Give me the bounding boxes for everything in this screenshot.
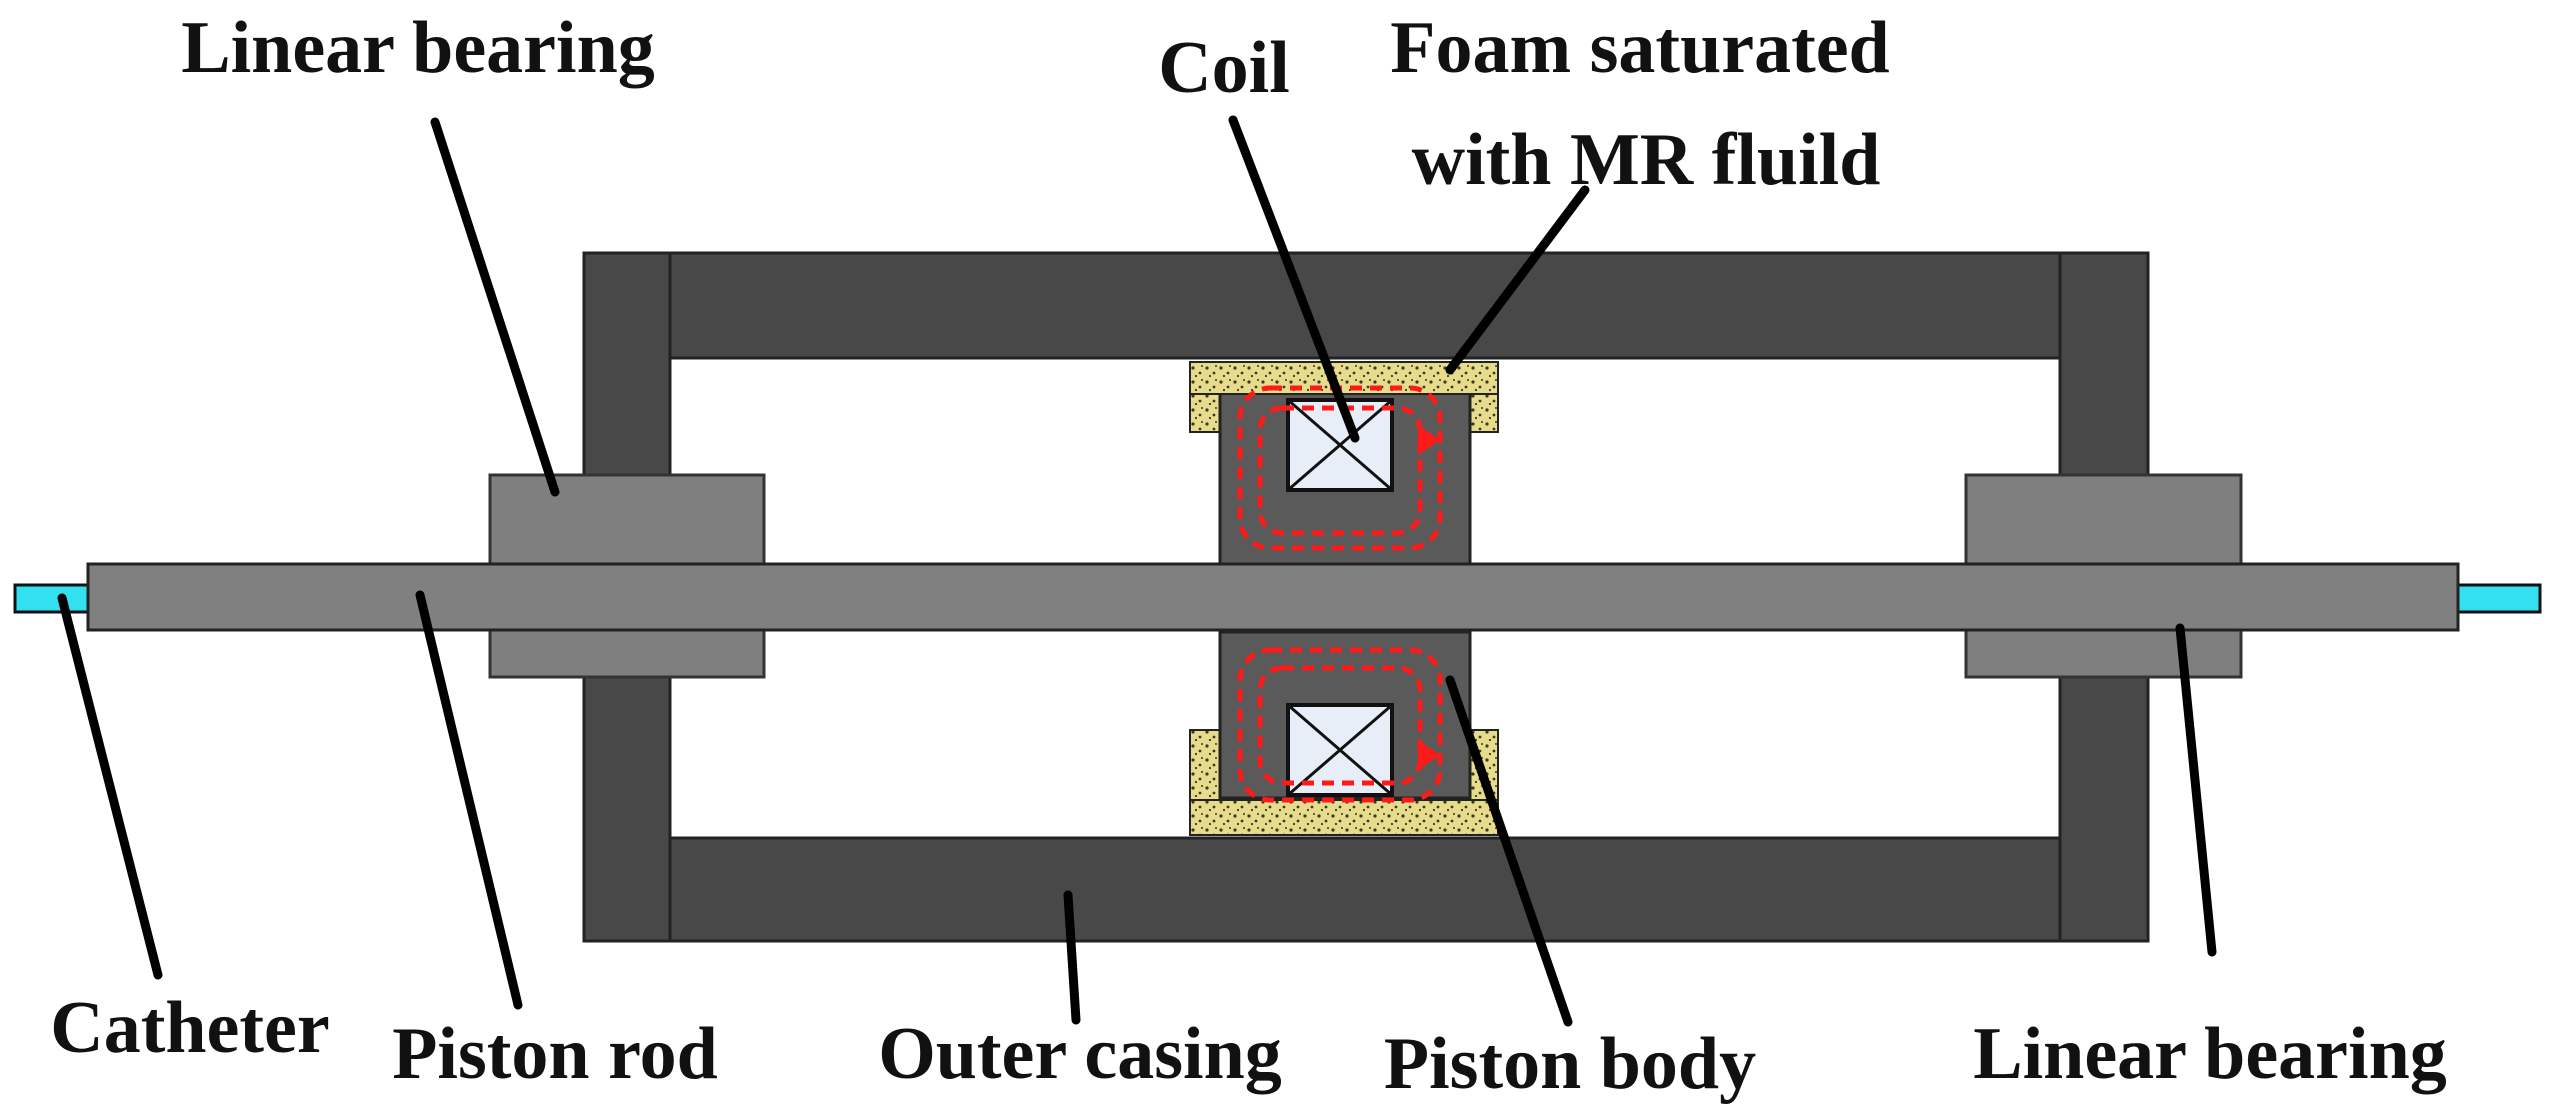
casing-bottom-wall: [582, 836, 2150, 943]
leader-lines: [57, 115, 2217, 1027]
foam-strip-bottom: [1189, 799, 1499, 836]
label-foam-line2: with MR fluild: [1412, 119, 1881, 201]
catheter-left: [13, 583, 92, 614]
leader-piston-body: [1445, 675, 1573, 1027]
label-piston-rod: Piston rod: [392, 1013, 718, 1095]
leader-foam: [1445, 185, 1590, 375]
label-linear-bearing-right: Linear bearing: [1973, 1013, 2446, 1095]
field-arrows: [1418, 425, 1440, 770]
label-linear-bearing-left: Linear bearing: [181, 7, 654, 89]
coil-upper: [1286, 398, 1394, 492]
catheter-right: [2453, 583, 2542, 614]
piston-rod: [86, 562, 2460, 632]
label-foam-line1: Foam saturated: [1390, 7, 1889, 89]
leader-linear-bearing-left: [430, 117, 560, 497]
label-outer-casing: Outer casing: [878, 1013, 1282, 1095]
leader-linear-bearing-right: [2175, 623, 2217, 957]
leader-piston-rod: [415, 590, 523, 1010]
label-piston-body: Piston body: [1384, 1023, 1756, 1105]
casing-top-wall: [582, 251, 2150, 360]
leader-catheter: [57, 593, 163, 980]
leader-coil: [1228, 115, 1360, 443]
label-coil: Coil: [1158, 27, 1290, 109]
label-catheter: Catheter: [50, 987, 329, 1069]
coil-lower: [1286, 703, 1394, 797]
leader-outer-casing: [1063, 890, 1081, 1025]
